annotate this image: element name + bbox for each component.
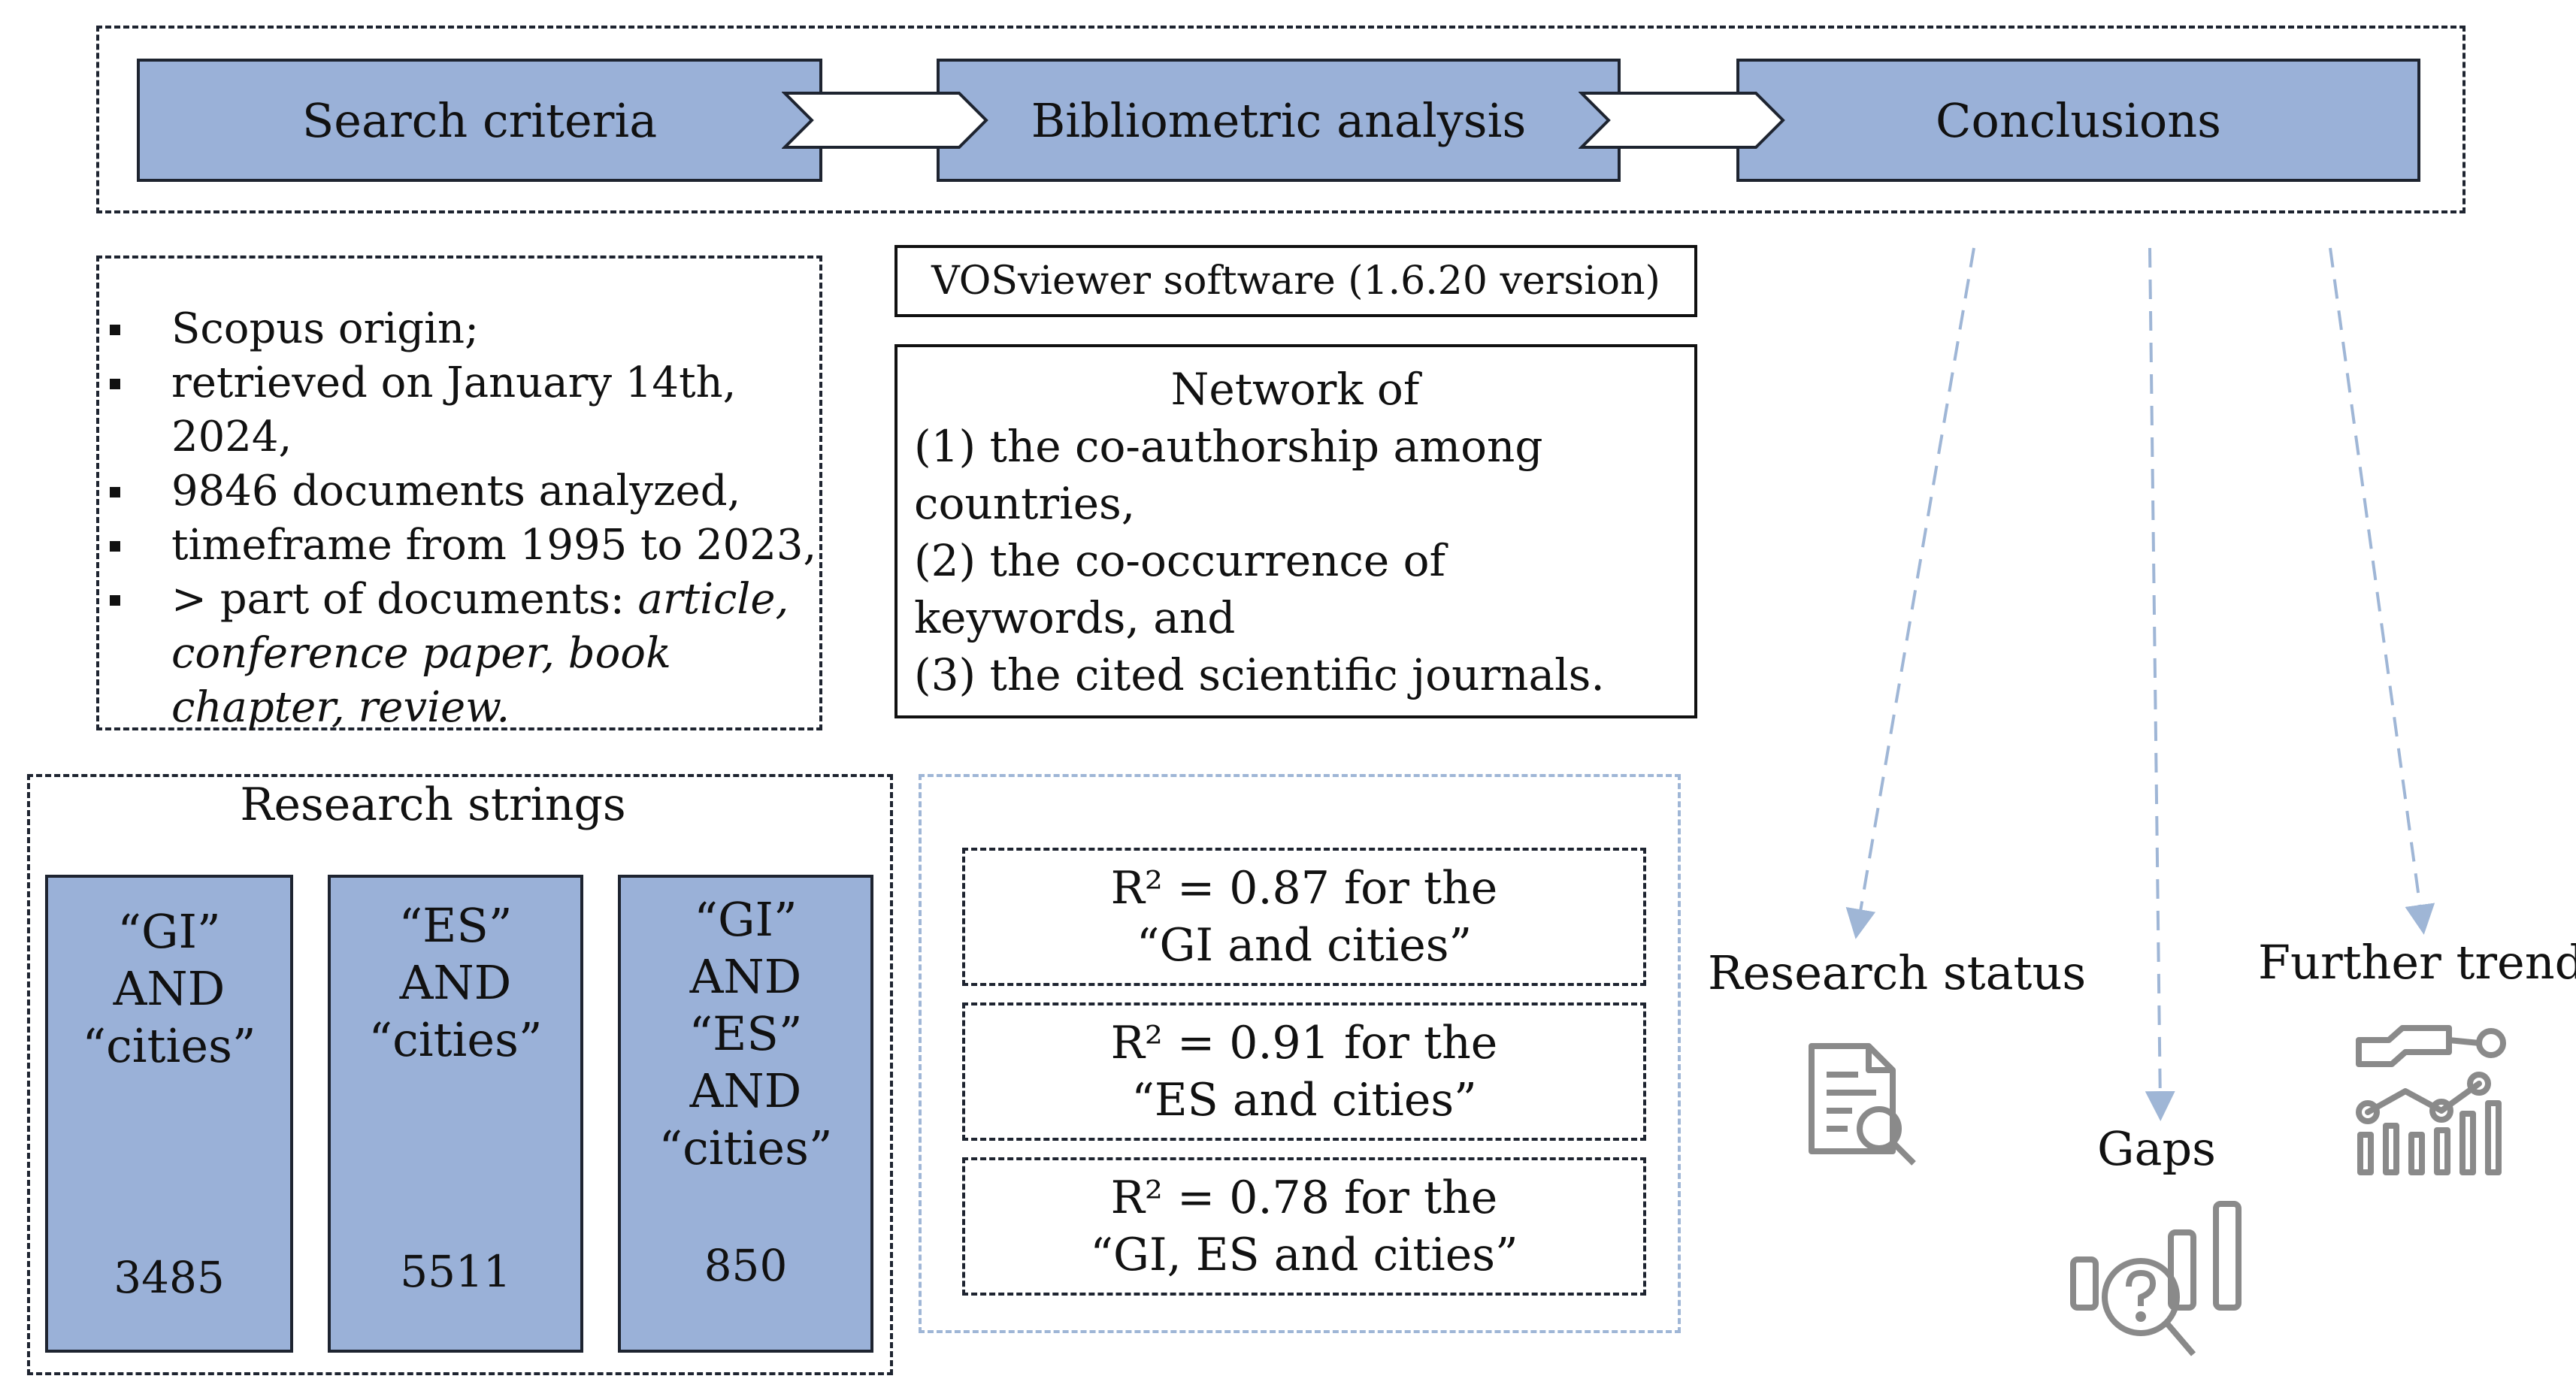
stage-label: Search criteria	[301, 92, 658, 148]
outcome-further-trends: Further trends	[2258, 935, 2576, 990]
research-strings-title: Research strings	[240, 779, 626, 831]
arrow-to-research-status	[1845, 247, 1975, 939]
workflow-frame	[96, 26, 2466, 213]
network-item: (3) the cited scientific journals.	[914, 649, 1605, 700]
r-squared-gi-es-cities: R² = 0.78 for the “GI, ES and cities”	[962, 1157, 1646, 1296]
research-string-gi-cities: “GI” AND “cities” 3485	[45, 875, 293, 1353]
list-item: timeframe from 1995 to 2023,	[99, 519, 819, 573]
list-item: 9846 documents analyzed,	[99, 464, 819, 519]
trend-chart-icon	[2356, 1025, 2506, 1175]
search-criteria-box: Scopus origin; retrieved on January 14th…	[96, 256, 822, 732]
document-count: 5511	[400, 1246, 511, 1297]
list-item: Scopus origin;	[99, 302, 819, 356]
arrow-to-gaps	[2145, 247, 2175, 1121]
list-item: > part of documents: article, conference…	[99, 573, 819, 735]
research-string-es-cities: “ES” AND “cities” 5511	[328, 875, 583, 1353]
stage-search-criteria: Search criteria	[137, 59, 822, 182]
question-chart-icon	[2070, 1201, 2242, 1356]
network-item: (2) the co-occurrence of keywords, and	[914, 535, 1446, 643]
stage-label: Bibliometric analysis	[1031, 92, 1527, 148]
stage-bibliometric-analysis: Bibliometric analysis	[937, 59, 1621, 182]
network-title: Network of	[1170, 364, 1420, 415]
chevron-arrow-icon	[782, 92, 988, 149]
document-search-icon	[1809, 1043, 1916, 1166]
list-item: retrieved on January 14th, 2024,	[99, 356, 819, 464]
software-label: VOSviewer software (1.6.20 version)	[894, 245, 1697, 317]
outcome-research-status: Research status	[1708, 945, 2087, 1000]
search-criteria-list: Scopus origin; retrieved on January 14th…	[99, 302, 819, 735]
r-squared-group	[919, 774, 1681, 1333]
document-types: article, conference paper, book chapter,…	[171, 575, 789, 732]
stage-conclusions: Conclusions	[1736, 59, 2420, 182]
outcome-gaps: Gaps	[2097, 1121, 2216, 1176]
r-squared-gi-cities: R² = 0.87 for the “GI and cities”	[962, 848, 1646, 986]
r-squared-es-cities: R² = 0.91 for the “ES and cities”	[962, 1002, 1646, 1141]
stage-label: Conclusions	[1936, 92, 2221, 148]
document-count: 3485	[114, 1252, 225, 1303]
document-count: 850	[704, 1240, 788, 1291]
research-strings-box	[27, 774, 893, 1375]
arrow-to-further-trends	[2329, 247, 2435, 935]
network-item: (1) the co-authorship among countries,	[914, 421, 1543, 529]
chevron-arrow-icon	[1579, 92, 1785, 149]
network-box: Network of (1) the co-authorship among c…	[894, 344, 1697, 718]
research-string-gi-es-cities: “GI” AND “ES” AND “cities” 850	[618, 875, 873, 1353]
